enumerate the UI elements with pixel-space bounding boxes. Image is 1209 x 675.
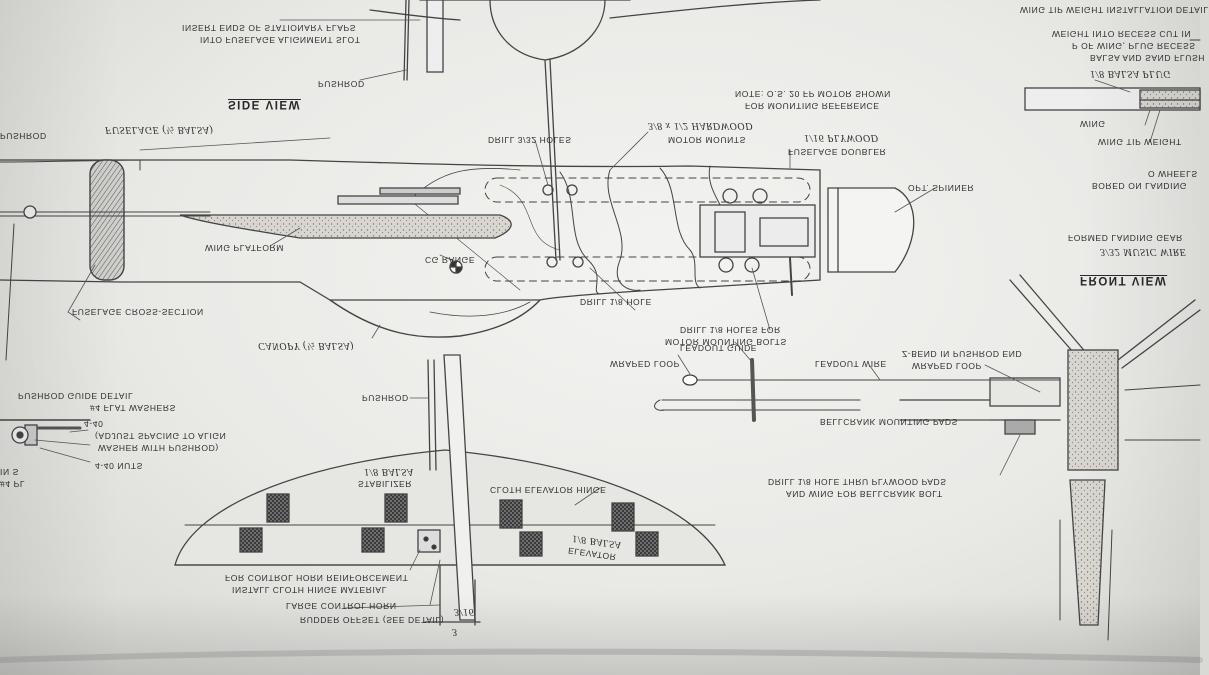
leader-lines (34, 19, 1161, 609)
label-insert-flaps-2: INTO FUSELAGE ALIGNMENT SLOT (200, 35, 361, 45)
label-wraped-loop-2: WRAPED LOOP (912, 361, 982, 371)
label-drill-ply-2: AND WING FOR BELLCRANK BOLT (786, 489, 943, 499)
stabilizer-elevator-view (174, 354, 727, 626)
label-fuselage: FUSELAGE (½ BALSA) (105, 124, 214, 135)
label-drill-holes: DRILL 3/32 HOLES (488, 135, 572, 145)
label-pushrod-guide: PUSHROD GUIDE DETAIL (18, 391, 134, 401)
label-wing-tip-detail: WING TIP WEIGHT INSTALLATION DETAIL (1020, 5, 1209, 15)
label-front-view: FRONT VIEW (1080, 274, 1168, 286)
label-bellcrank-pads: BELLCRANK MOUNTING PADS (820, 417, 958, 427)
label-canopy: CANOPY (½ BALSA) (258, 340, 354, 351)
label-tip-weight: WING TIP WEIGHT (1098, 137, 1182, 147)
label-side-view: SIDE VIEW (228, 98, 301, 110)
label-cloth-hinge: CLOTH ELEVATOR HINGE (490, 485, 607, 495)
label-install-1: INSTALL CLOTH HINGE MATERIAL (232, 585, 388, 595)
label-tip-3: BALSA AND SAND FLUSH (1090, 53, 1205, 63)
label-adjust-2: WASHER WITH PUSHROD) (98, 443, 219, 453)
label-flat-washers: #4 FLAT WASHERS (90, 403, 176, 413)
label-stabilizer: STABILIZER (358, 479, 413, 489)
label-fuselage-cross-section: FUSELAGE CROSS-SECTION (72, 307, 204, 317)
label-leadout-wire: LEADOUT WIRE (815, 359, 887, 369)
label-stab-balsa: 1/8 BALSA (364, 466, 414, 477)
label-tip-2: P OF WING, PLUG RECESS (1072, 41, 1196, 51)
pushrod-guide-detail (0, 205, 91, 446)
label-pushrod-left: PUSHROD (0, 131, 47, 141)
wing-tip-detail (1024, 39, 1201, 111)
label-wraped-loop-1: WRAPED LOOP (610, 359, 680, 369)
label-plywood-1-16: 1/16 PLYWOOD (804, 132, 879, 143)
label-offset-num: 3 (452, 626, 458, 637)
front-view (654, 274, 1201, 641)
label-opt-spinner: OPT. SPINNER (908, 183, 975, 193)
label-offset-frac: 3/16 (454, 606, 475, 617)
label-large-horn: LARGE CONTROL HORN (286, 601, 397, 611)
label-rudder-offset: RUDDER OFFSET (SEE DETAIL) (300, 615, 445, 625)
label-wing: WING (1080, 119, 1106, 129)
label-motor-mounts: MOTOR MOUNTS (668, 135, 746, 145)
label-pushrod-top: PUSHROD (318, 79, 365, 89)
label-balsa-plug: 1/8 BALSA PLUG (1090, 68, 1171, 79)
label-note-2: FOR MOUNTING REFERENCE (745, 101, 880, 111)
label-tip-1: WEIGHT INTO RECESS CUT IN (1052, 29, 1192, 39)
label-landing-gear: FORMED LANDING GEAR (1068, 233, 1183, 243)
label-hardwood-mounts: 3/8 x 1/2 HARDWOOD (648, 120, 753, 131)
label-insert-flaps: INSERT ENDS OF STATIONARY FLAPS (182, 23, 356, 33)
label-drill-motor-1: DRILL 1/8 HOLES FOR (680, 325, 781, 335)
label-drill-hole: DRILL 1/8 HOLE (580, 297, 652, 307)
label-cg-range: CG RANGE (425, 255, 476, 265)
label-adjust-1: (ADJUST SPACING TO ALIGN (95, 431, 227, 441)
label-note-1: NOTE: O.S. 20 FP MOTOR SHOWN (735, 89, 891, 99)
label-pushrod-mid: PUSHROD (362, 393, 409, 403)
label-install-2: FOR CONTROL HORN REINFORCEMENT (225, 573, 409, 583)
label-fuselage-doubler: FUSELAGE DOUBLER (788, 147, 887, 157)
label-music-wire: 3/32 MUSIC WIRE (1100, 246, 1187, 257)
label-bored-2: O WHEELS (1148, 169, 1198, 179)
fuselage-side-view (0, 159, 915, 338)
label-wing-platform: WING PLATFORM (205, 243, 284, 253)
label-z-bend: Z-BEND IN PUSHROD END (902, 349, 1023, 359)
label-drill-ply-1: DRILL 1/8 HOLE THRU PLYWOOD PADS (768, 477, 947, 487)
label-leadout-guide: LEADOUT GUIDE (680, 343, 758, 353)
label-pl-b: IN S (0, 467, 19, 477)
label-four40: 4-40 (84, 419, 104, 429)
label-bored-1: BORED ON LANDING (1092, 181, 1188, 191)
label-nuts: 4-40 NUTS (95, 461, 143, 471)
label-pl-a: #4 PL (0, 479, 26, 489)
top-prop-detail (369, 0, 821, 261)
